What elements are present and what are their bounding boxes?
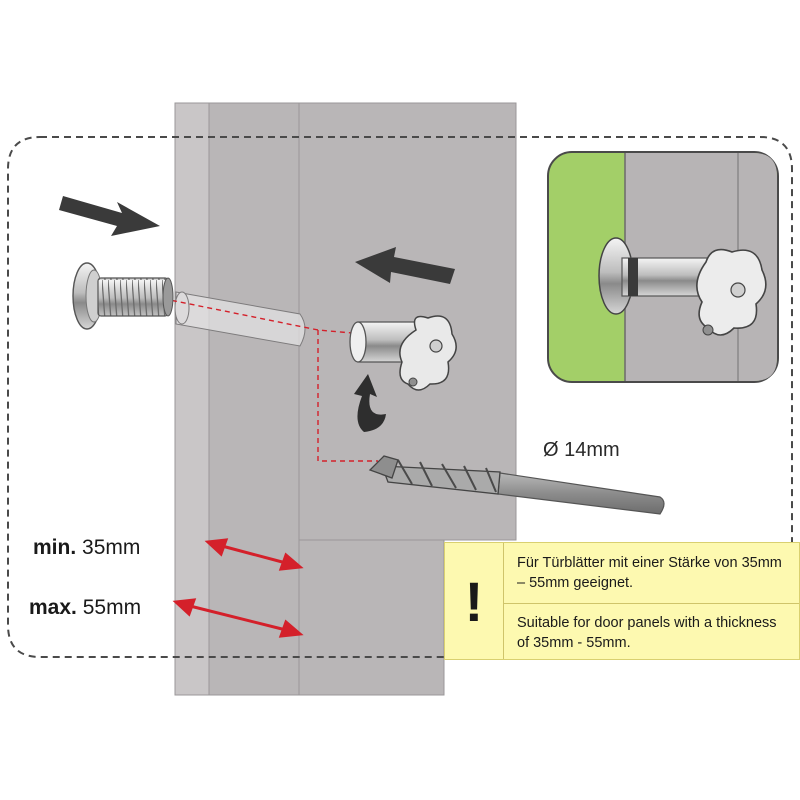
drill-bit bbox=[368, 455, 665, 515]
note-divider bbox=[503, 603, 799, 604]
max-thickness-label: max. 55mm bbox=[29, 596, 141, 620]
inset-detail bbox=[547, 151, 779, 383]
note-text-en: Suitable for door panels with a thicknes… bbox=[517, 615, 777, 651]
max-measure-arrow bbox=[172, 598, 304, 638]
drill-size-label: Ø 14mm bbox=[543, 439, 620, 461]
rotate-arrow-icon bbox=[354, 374, 386, 432]
max-value: 55mm bbox=[82, 596, 142, 619]
threaded-bolt bbox=[72, 262, 174, 330]
note-text-de: Für Türblätter mit einer Stärke von 35mm… bbox=[517, 555, 782, 591]
insert-arrow-left-icon bbox=[355, 247, 455, 284]
insert-arrow-icon bbox=[59, 196, 160, 236]
alignment-lines bbox=[99, 297, 378, 462]
min-prefix: min. bbox=[33, 536, 77, 559]
warning-icon: ! bbox=[445, 543, 504, 659]
drilled-hole bbox=[174, 291, 306, 347]
min-value: 35mm bbox=[82, 536, 141, 559]
max-prefix: max. bbox=[29, 596, 77, 619]
thickness-note: ! Für Türblätter mit einer Stärke von 35… bbox=[444, 542, 800, 660]
min-thickness-label: min. 35mm bbox=[33, 536, 140, 560]
min-measure-arrow bbox=[204, 538, 304, 571]
sleeve-nut bbox=[349, 315, 457, 391]
